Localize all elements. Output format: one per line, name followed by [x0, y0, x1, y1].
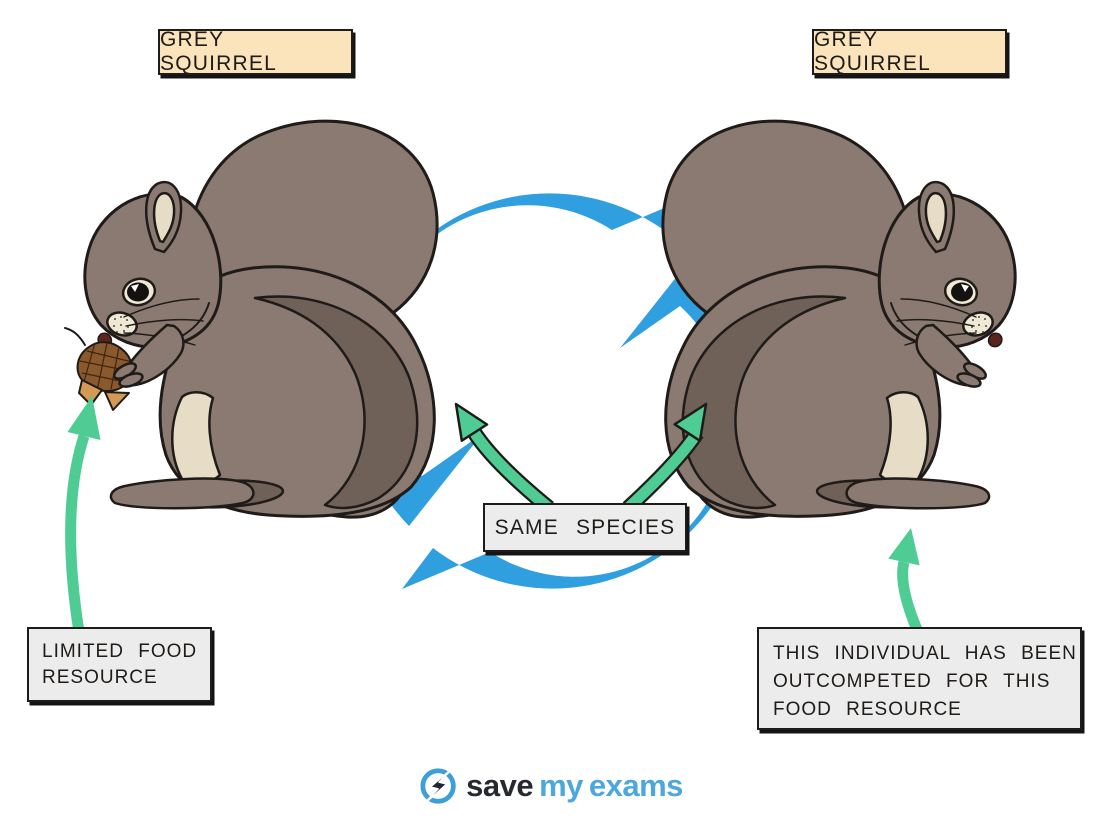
logo-word-my: my	[539, 768, 583, 803]
logo-circle	[420, 768, 456, 804]
acorn-stem	[64, 327, 86, 346]
limited-food-resource-label: LIMITED FOOD RESOURCE	[27, 627, 212, 702]
outcompeted-label: THIS INDIVIDUAL HAS BEEN OUTCOMPETED FOR…	[757, 627, 1082, 730]
label-line: OUTCOMPETED FOR THIS	[773, 671, 1051, 692]
squirrel-left-illustration	[64, 119, 439, 519]
same-species-arrow-right-icon	[622, 402, 708, 514]
limited-food-arrow-icon	[65, 396, 101, 633]
label-line: FOOD RESOURCE	[773, 699, 962, 720]
same-species-arrow-left-icon	[454, 402, 554, 514]
logo-word-exams: exams	[588, 768, 684, 803]
squirrel-right-illustration	[661, 119, 1017, 519]
label-line: THIS INDIVIDUAL HAS BEEN	[773, 643, 1077, 664]
lightning-bolt-icon	[420, 764, 457, 808]
grey-squirrel-label-left: GREY SQUIRREL	[158, 28, 353, 75]
grey-squirrel-label-right: GREY SQUIRREL	[812, 28, 1007, 75]
logo-word-save: save	[466, 768, 534, 803]
label-line: LIMITED FOOD	[42, 641, 198, 662]
label-line: RESOURCE	[42, 667, 158, 688]
acorn-husk	[104, 391, 130, 411]
same-species-label: SAME SPECIES	[483, 503, 687, 552]
outcompeted-arrow-icon	[888, 528, 924, 635]
savemyexams-logo-icon	[420, 764, 457, 808]
